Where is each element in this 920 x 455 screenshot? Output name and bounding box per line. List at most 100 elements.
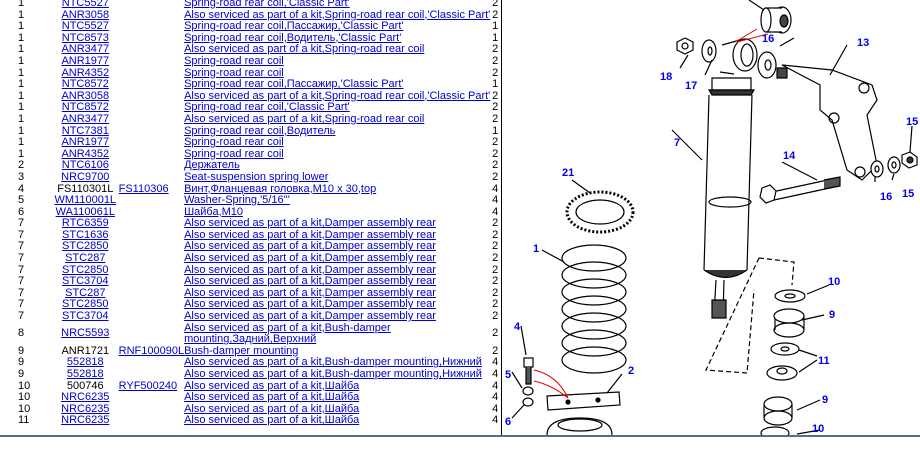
part-number-link[interactable]: STC2850 <box>62 298 109 311</box>
description-link[interactable]: Держатель <box>184 159 240 172</box>
callout-9-top[interactable]: 9 <box>829 309 835 321</box>
part-number-link[interactable]: ANR3477 <box>61 43 110 56</box>
position-cell: 1 <box>18 101 25 114</box>
part-number-link[interactable]: NTC5527 <box>61 0 109 9</box>
quantity-cell: 2 <box>492 228 499 241</box>
description-link[interactable]: Spring-road rear coil <box>184 147 284 160</box>
part-number-cell: ANR1721 <box>61 344 110 357</box>
callout-7[interactable]: 7 <box>674 137 680 149</box>
part-number-link[interactable]: NTC8573 <box>61 31 109 44</box>
exploded-diagram-panel: 18 17 16 13 7 14 15 16 15 21 1 10 9 11 9… <box>501 0 920 435</box>
description-link[interactable]: Винт,Фланцевая головка,M10 x 30,top <box>184 182 377 195</box>
callout-15[interactable]: 15 <box>902 188 914 200</box>
alt-part-number-link[interactable]: FS110306 <box>118 182 169 195</box>
part-number-link[interactable]: NRC9700 <box>61 170 110 183</box>
description-link[interactable]: Spring-road rear coil <box>184 136 284 149</box>
part-number-link[interactable]: NTC6106 <box>61 159 109 172</box>
part-number-link[interactable]: RTC6359 <box>61 217 109 230</box>
part-number-link[interactable]: ANR4352 <box>61 147 110 160</box>
part-number-link[interactable]: STC3704 <box>62 310 109 323</box>
description-link[interactable]: Also serviced as part of a kit,Spring-ro… <box>184 43 425 56</box>
description-link[interactable]: Also serviced as part of a kit,Bush-damp… <box>184 356 482 369</box>
part-number-link[interactable]: STC1636 <box>62 228 109 241</box>
callout-2[interactable]: 2 <box>628 365 634 377</box>
description-link[interactable]: Also serviced as part of a kit,Damper as… <box>184 217 436 230</box>
description-link[interactable]: Seat-suspension spring lower <box>184 170 329 183</box>
part-number-link[interactable]: NTC5527 <box>61 20 109 33</box>
description-link[interactable]: Also serviced as part of a kit,Bush-damp… <box>184 368 482 380</box>
alt-part-number-link[interactable]: RYF500240 <box>118 379 178 392</box>
callout-16[interactable]: 16 <box>880 191 892 203</box>
callout-13[interactable]: 13 <box>857 37 869 49</box>
part-number-link[interactable]: NTC8572 <box>61 78 109 91</box>
description-link[interactable]: Spring-road rear coil,'Classic Part' <box>184 0 350 9</box>
callout-5[interactable]: 5 <box>505 369 511 381</box>
description-link[interactable]: Spring-road rear coil <box>184 54 284 67</box>
part-number-link[interactable]: 552818 <box>66 356 104 369</box>
part-number-link[interactable]: STC2850 <box>62 240 109 253</box>
description-link[interactable]: Spring-road rear coil <box>184 66 284 79</box>
part-number-link[interactable]: NRC5593 <box>61 327 110 340</box>
description-link[interactable]: Also serviced as part of a kit,Шайба <box>184 414 360 427</box>
quantity-cell: 4 <box>492 414 499 427</box>
part-number-link[interactable]: STC3704 <box>62 275 109 288</box>
callout-10-bottom[interactable]: 10 <box>812 423 824 435</box>
description-link[interactable]: Also serviced as part of a kit,Spring-ro… <box>184 8 491 21</box>
callout-10-top[interactable]: 10 <box>828 276 840 288</box>
description-link[interactable]: Also serviced as part of a kit,Spring-ro… <box>184 89 491 102</box>
callout-14[interactable]: 14 <box>783 150 796 162</box>
description-link[interactable]: Spring-road rear coil,'Classic Part' <box>184 101 350 114</box>
description-link[interactable]: Also serviced as part of a kit,Шайба <box>184 391 360 404</box>
description-link[interactable]: Also serviced as part of a kit,Bush-damp… <box>184 321 391 346</box>
callout-17[interactable]: 15 <box>906 116 918 128</box>
description-link[interactable]: Bush-damper mounting <box>184 344 299 357</box>
description-link[interactable]: Washer-Spring,'5/16''' <box>184 194 290 207</box>
description-link[interactable]: Also serviced as part of a kit,Damper as… <box>184 310 436 323</box>
callout-20[interactable]: 18 <box>660 71 672 83</box>
part-number-link[interactable]: NTC8572 <box>61 101 109 114</box>
description-link[interactable]: Also serviced as part of a kit,Шайба <box>184 402 360 415</box>
description-link[interactable]: Also serviced as part of a kit,Damper as… <box>184 275 436 288</box>
description-link[interactable]: Spring-road rear coil,Водитель <box>184 124 336 137</box>
callout-21[interactable]: 21 <box>562 167 574 179</box>
description-link[interactable]: Also serviced as part of a kit,Damper as… <box>184 298 436 311</box>
description-link[interactable]: Also serviced as part of a kit,Damper as… <box>184 252 436 265</box>
description-link[interactable]: Also serviced as part of a kit,Spring-ro… <box>184 112 425 125</box>
callout-18[interactable]: 16 <box>762 33 774 45</box>
part-number-link[interactable]: 552818 <box>66 368 104 380</box>
alt-part-number-cell <box>119 79 184 91</box>
part-number-link[interactable]: STC2850 <box>62 263 109 276</box>
part-number-link[interactable]: NRC6235 <box>61 391 110 404</box>
nut-part <box>676 37 694 55</box>
part-number-link[interactable]: ANR1977 <box>61 54 110 67</box>
callout-11[interactable]: 11 <box>818 355 830 367</box>
callout-6[interactable]: 6 <box>505 416 511 428</box>
description-link[interactable]: Spring-road rear coil,Водитель,'Classic … <box>184 31 402 44</box>
callout-9-bottom[interactable]: 9 <box>822 394 828 406</box>
part-number-link[interactable]: NTC7381 <box>61 124 109 137</box>
part-number-link[interactable]: ANR1977 <box>61 136 110 149</box>
part-number-link[interactable]: STC287 <box>65 286 106 299</box>
description-link[interactable]: Also serviced as part of a kit,Damper as… <box>184 228 436 241</box>
alt-part-number-link[interactable]: RNF100090L <box>118 344 185 357</box>
part-number-link[interactable]: STC287 <box>65 252 106 265</box>
description-link[interactable]: Also serviced as part of a kit,Damper as… <box>184 240 436 253</box>
callout-19[interactable]: 17 <box>685 80 697 92</box>
part-number-link[interactable]: ANR3058 <box>61 89 110 102</box>
part-number-link[interactable]: ANR3058 <box>61 8 110 21</box>
description-link[interactable]: Also serviced as part of a kit,Damper as… <box>184 286 436 299</box>
part-number-link[interactable]: NRC6235 <box>61 414 110 427</box>
part-number-link[interactable]: WM110001L <box>54 194 117 207</box>
callout-1[interactable]: 1 <box>533 243 539 255</box>
callout-4[interactable]: 4 <box>514 321 521 333</box>
part-number-link[interactable]: ANR4352 <box>61 66 110 79</box>
description-link[interactable]: Also serviced as part of a kit,Damper as… <box>184 263 436 276</box>
description-link[interactable]: Spring-road rear coil,Пассажир,'Classic … <box>184 20 404 33</box>
description-link[interactable]: Also serviced as part of a kit,Шайба <box>184 379 360 392</box>
part-number-link[interactable]: ANR3477 <box>61 112 110 125</box>
description-link[interactable]: Шайба,M10 <box>184 205 244 218</box>
part-number-link[interactable]: NRC6235 <box>61 402 110 415</box>
description-link[interactable]: Spring-road rear coil,Пассажир,'Classic … <box>184 78 404 91</box>
part-number-link[interactable]: WA110061L <box>55 205 115 218</box>
